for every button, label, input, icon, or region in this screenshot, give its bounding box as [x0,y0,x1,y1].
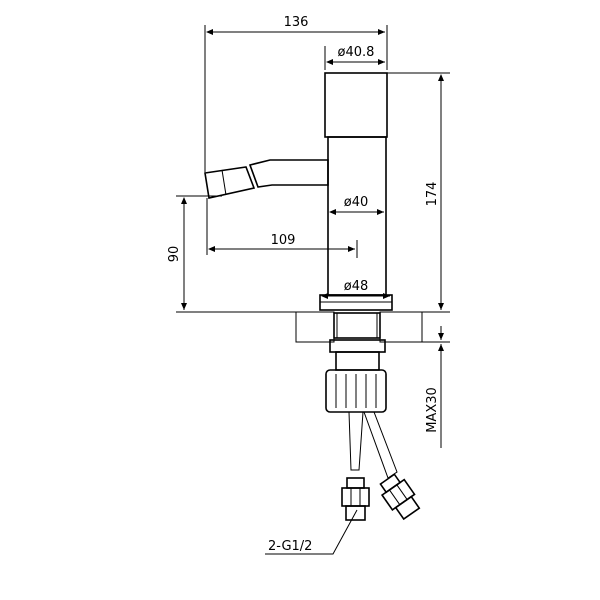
mounting-block [333,312,381,339]
dim-max-thickness: MAX30 [425,387,440,433]
knurled-handle [324,72,388,138]
hose-nut-left [341,477,370,521]
body-column [327,136,387,296]
dim-total-height: 174 [425,182,440,207]
countertop-right [379,311,423,343]
dim-overall-width: 136 [284,15,309,30]
hose-left [348,411,364,471]
dim-spout-reach: 109 [271,233,296,248]
dimension-lines [176,25,450,555]
hose-nut-right [379,473,421,521]
dim-head-diameter: ø40.8 [338,45,375,60]
dim-base-diameter: ø48 [344,279,369,294]
hose-right [363,411,398,479]
dim-spout-height: 90 [167,246,182,263]
faucet-outline [204,72,423,521]
callout-hose-thread: 2-G1/2 [268,539,312,554]
countertop-left [295,311,335,343]
spout-nozzle [204,166,256,199]
dim-body-diameter: ø40 [344,195,369,210]
threaded-shank [329,339,386,353]
spout [248,159,329,188]
